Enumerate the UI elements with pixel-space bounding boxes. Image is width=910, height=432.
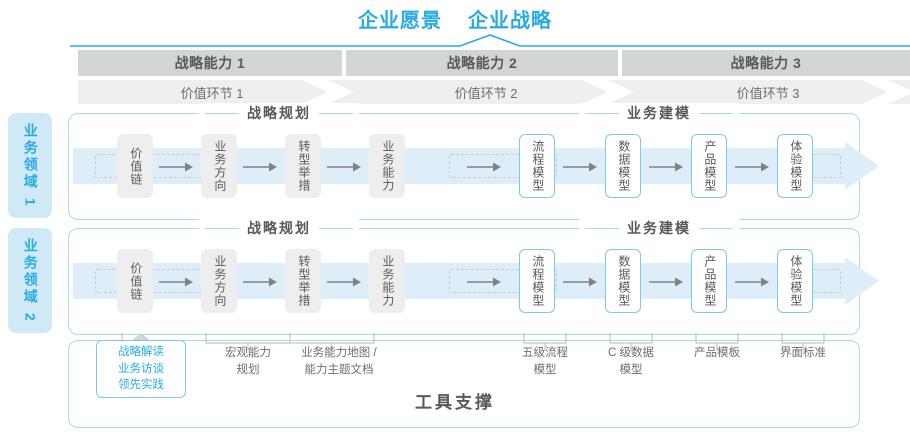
node-label: 价值链 <box>128 261 143 301</box>
node-label: 产品模型 <box>702 140 717 192</box>
arrow-icon <box>159 277 193 287</box>
node-label: 业务能力 <box>380 255 395 307</box>
annotation-capability-map: 业务能力地图 /能力主题文档 <box>301 347 377 376</box>
node-product-model-1[interactable]: 产品模型 <box>691 134 727 198</box>
node-transformation-measures-2[interactable]: 转型举措 <box>285 249 321 313</box>
section-title-planning-1: 战略规划 <box>199 103 359 123</box>
node-process-model-2[interactable]: 流程模型 <box>519 249 555 313</box>
section-label: 业务建模 <box>627 105 691 121</box>
arrow-icon <box>243 277 277 287</box>
arrow-icon <box>735 277 769 287</box>
strategic-capability-bar: 战略能力 1 战略能力 2 战略能力 3 <box>78 50 910 76</box>
domain-row-1: 价值链 业务方向 转型举措 业务能力 <box>68 103 879 220</box>
value-chain-cell-2[interactable]: 价值环节 2 <box>454 85 518 101</box>
annotation-highlight-text: 战略解读业务访谈领先实践 <box>118 346 164 392</box>
arrow-icon <box>327 162 361 172</box>
annotation-highlight-box[interactable]: 战略解读业务访谈领先实践 <box>96 340 186 399</box>
arrow-icon <box>735 162 769 172</box>
arrow-icon <box>563 277 597 287</box>
node-label: 产品模型 <box>702 255 717 307</box>
node-label: 价值链 <box>128 146 143 186</box>
node-product-model-2[interactable]: 产品模型 <box>691 249 727 313</box>
node-business-direction-1[interactable]: 业务方向 <box>201 134 237 198</box>
node-label: 转型举措 <box>296 255 311 307</box>
node-label: 业务能力 <box>380 140 395 192</box>
top-titles: 企业愿景 企业战略 <box>0 4 910 32</box>
node-business-capability-2[interactable]: 业务能力 <box>369 249 405 313</box>
annotation-product-template: 产品模板 <box>694 347 740 359</box>
node-label: 体验模型 <box>788 140 803 192</box>
node-experience-model-2[interactable]: 体验模型 <box>777 249 813 313</box>
node-value-chain-1[interactable]: 价值链 <box>117 134 153 198</box>
node-label: 业务方向 <box>212 140 227 192</box>
node-experience-model-1[interactable]: 体验模型 <box>777 134 813 198</box>
placeholder-mid-1 <box>449 154 557 178</box>
tool-support-container <box>68 340 860 428</box>
value-chain-cell-3[interactable]: 价值环节 3 <box>736 85 800 101</box>
tool-support-title: 工具支撑 <box>415 393 495 412</box>
placeholder-mid-2 <box>449 269 557 293</box>
node-business-capability-1[interactable]: 业务能力 <box>369 134 405 198</box>
value-chain-shape <box>78 80 910 104</box>
capability-cell-3[interactable]: 战略能力 3 <box>622 50 910 76</box>
arrow-icon <box>563 162 597 172</box>
node-label: 数据模型 <box>616 255 631 307</box>
capability-cell-1[interactable]: 战略能力 1 <box>78 50 342 76</box>
node-label: 数据模型 <box>616 140 631 192</box>
capability-cell-2[interactable]: 战略能力 2 <box>346 50 618 76</box>
domain-2-label: 业务领域 2 <box>22 237 39 324</box>
node-label: 体验模型 <box>788 255 803 307</box>
node-value-chain-2[interactable]: 价值链 <box>117 249 153 313</box>
section-label: 战略规划 <box>247 105 311 121</box>
enterprise-strategy-title: 企业战略 <box>468 9 552 32</box>
annotation-macro-capability: 宏观能力规划 <box>225 347 271 376</box>
vision-connector-line <box>70 34 910 47</box>
section-title-modeling-2: 业务建模 <box>579 218 739 238</box>
flow-band-1 <box>73 142 879 190</box>
node-business-direction-2[interactable]: 业务方向 <box>201 249 237 313</box>
section-label: 业务建模 <box>627 220 691 236</box>
node-label: 流程模型 <box>530 140 545 192</box>
node-data-model-2[interactable]: 数据模型 <box>605 249 641 313</box>
domain-row-2: 价值链 业务方向 转型举措 业务能力 <box>68 218 879 335</box>
arrow-icon <box>649 162 683 172</box>
flow-band-2 <box>73 257 879 305</box>
sidebar-item-domain-1[interactable]: 业务领域 1 <box>8 113 52 218</box>
annotation-c-level-data: C 级数据模型 <box>608 347 654 376</box>
arrow-icon <box>327 277 361 287</box>
section-label: 战略规划 <box>247 220 311 236</box>
enterprise-vision-title: 企业愿景 <box>358 9 442 32</box>
arrow-icon <box>243 162 277 172</box>
sidebar-item-domain-2[interactable]: 业务领域 2 <box>8 228 52 333</box>
arrow-icon <box>649 277 683 287</box>
value-chain-bar: 价值环节 1 价值环节 2 价值环节 3 <box>78 80 910 104</box>
domain-1-label: 业务领域 1 <box>22 122 39 209</box>
arrow-icon <box>467 277 501 287</box>
section-title-planning-2: 战略规划 <box>199 218 359 238</box>
annotation-five-level-process: 五级流程模型 <box>522 347 568 376</box>
node-process-model-1[interactable]: 流程模型 <box>519 134 555 198</box>
arrow-icon <box>159 162 193 172</box>
arrow-icon <box>467 162 501 172</box>
node-label: 流程模型 <box>530 255 545 307</box>
node-transformation-measures-1[interactable]: 转型举措 <box>285 134 321 198</box>
value-chain-cell-1[interactable]: 价值环节 1 <box>180 85 244 101</box>
node-label: 转型举措 <box>296 140 311 192</box>
node-label: 业务方向 <box>212 255 227 307</box>
section-title-modeling-1: 业务建模 <box>579 103 739 123</box>
node-data-model-1[interactable]: 数据模型 <box>605 134 641 198</box>
annotation-ui-standard: 界面标准 <box>780 347 826 359</box>
